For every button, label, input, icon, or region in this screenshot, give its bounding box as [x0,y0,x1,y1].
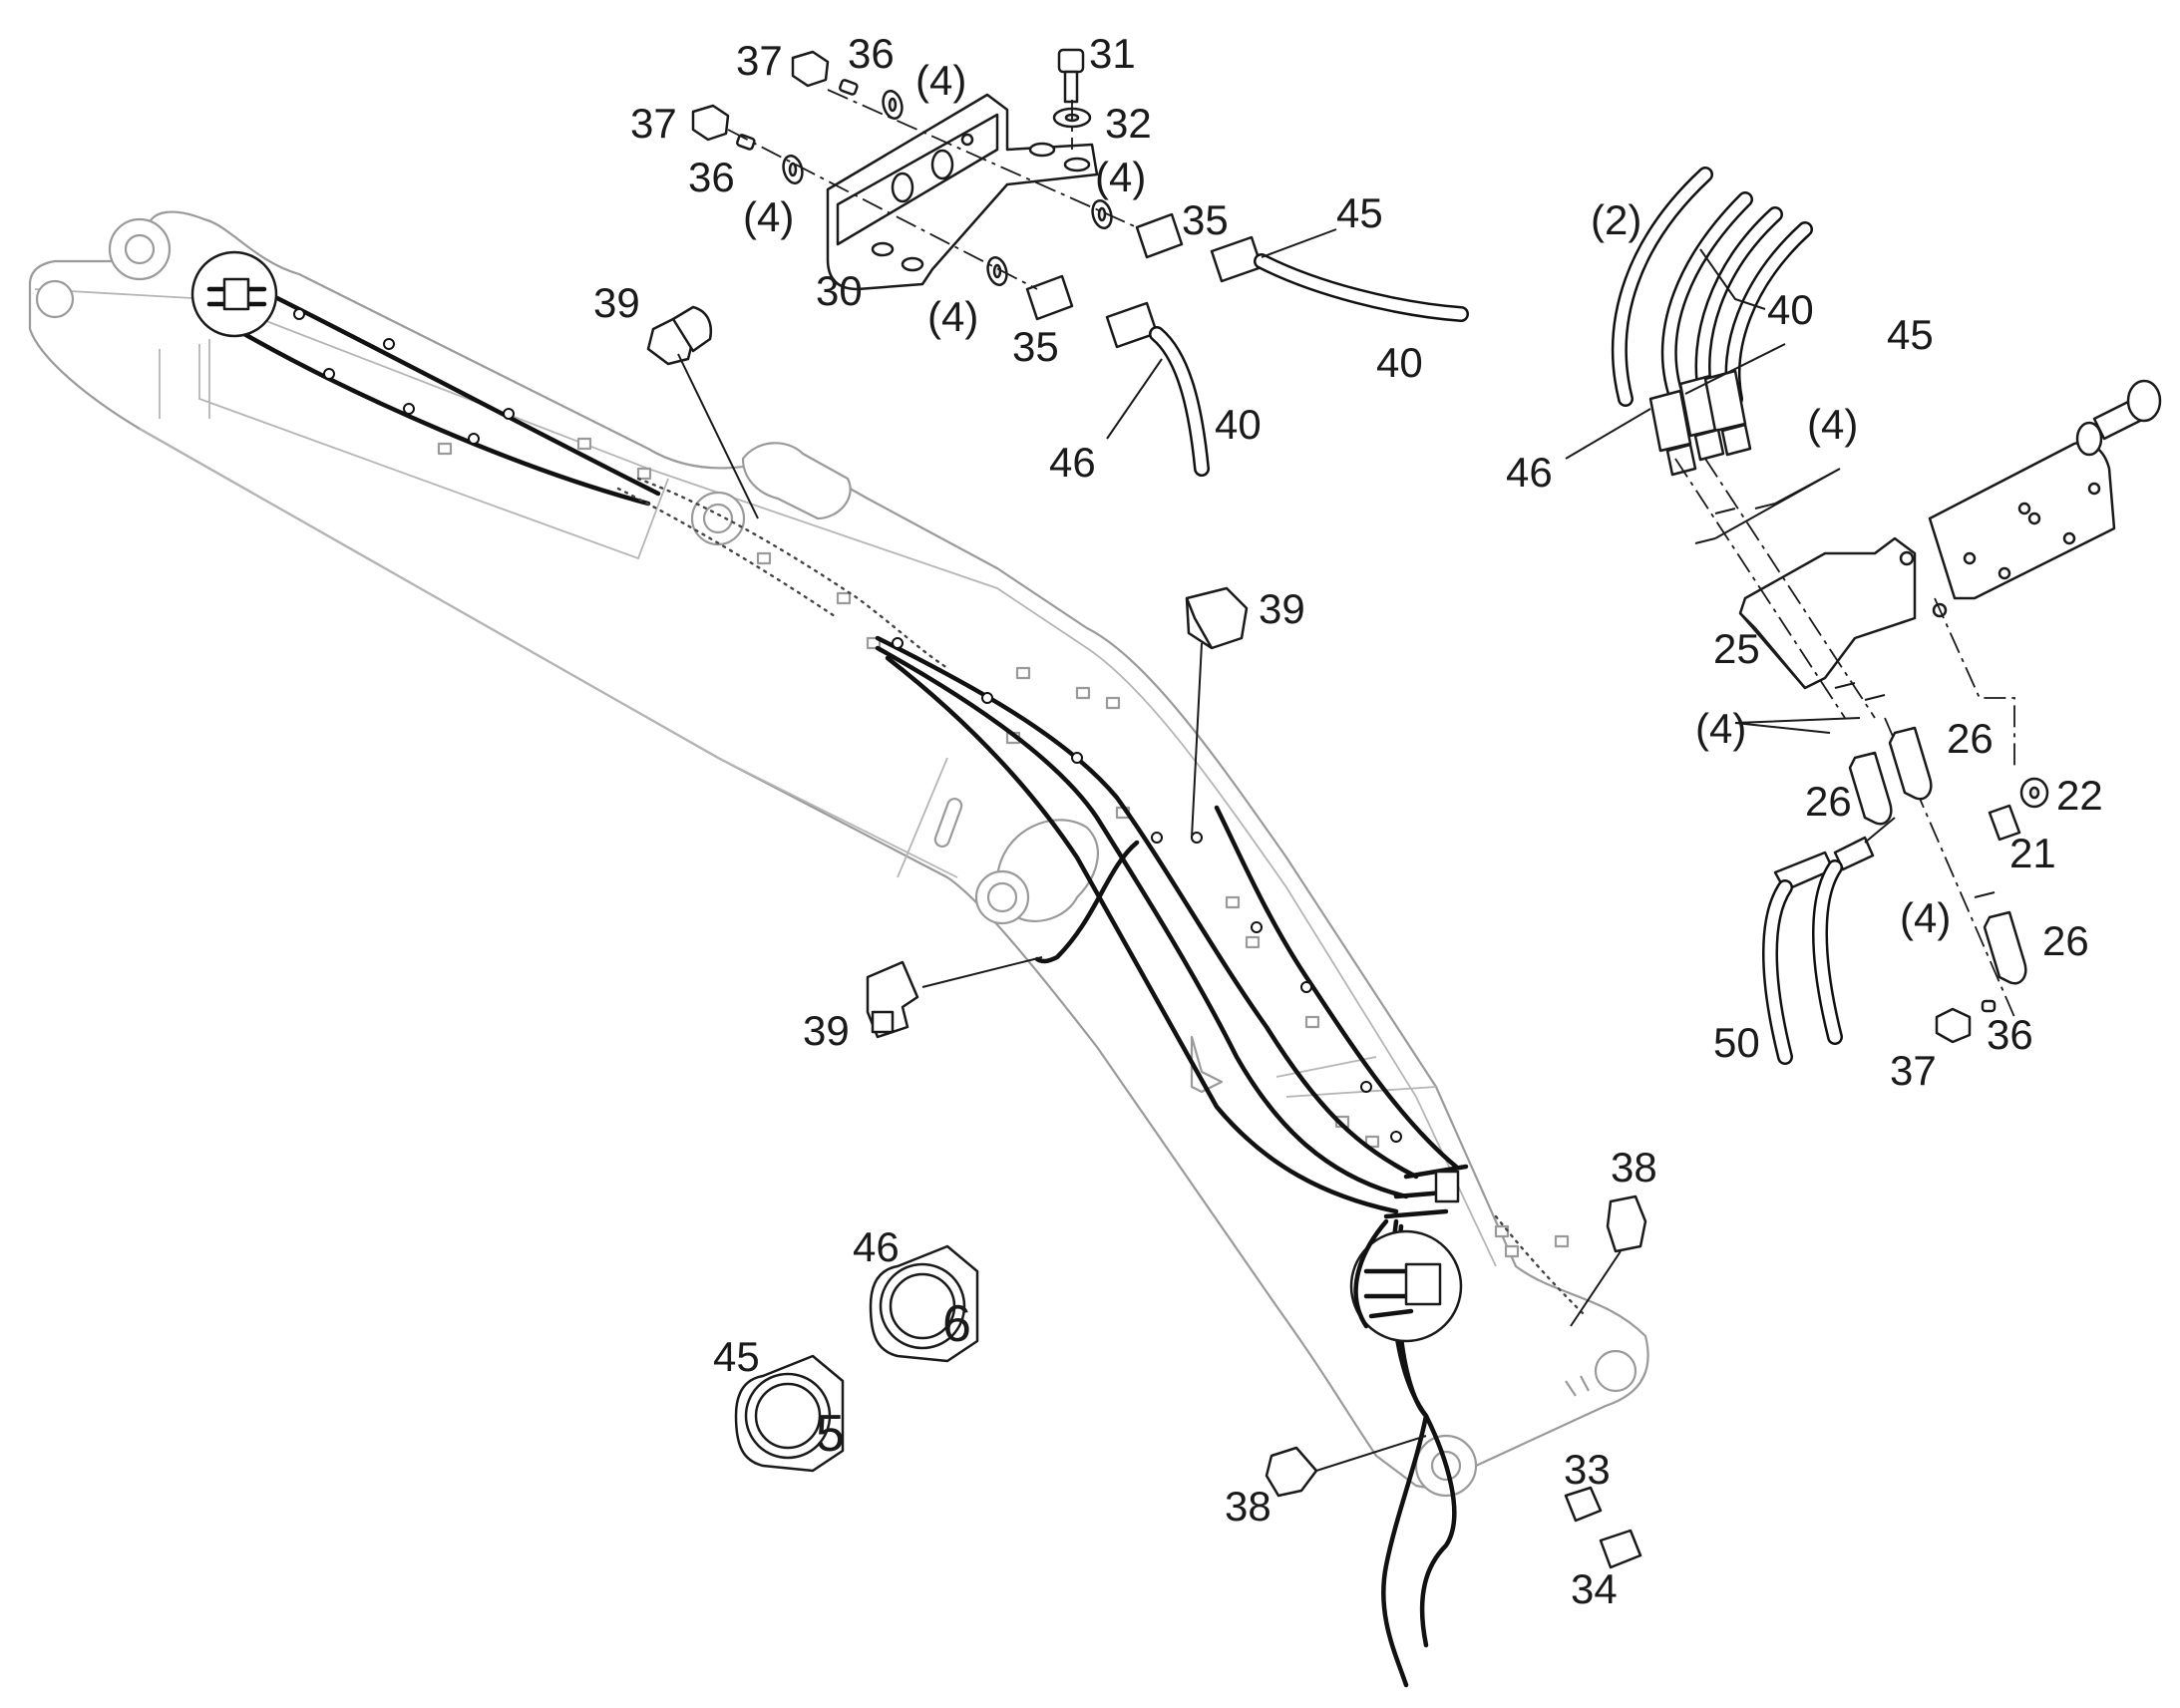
callout-2: (2) [1591,196,1641,243]
callout-50: 50 [1713,1019,1760,1066]
callout-45: 45 [713,1333,760,1380]
callout-36: 36 [848,30,895,77]
callout-35: 35 [1182,196,1229,243]
callout-37: 37 [736,37,783,84]
callout-39: 39 [803,1007,850,1054]
callout-46: 46 [1506,449,1553,496]
callout-35: 35 [1012,323,1059,370]
callout-37: 37 [630,100,677,147]
callout-leader-lines [1106,228,1861,734]
callout-45: 45 [1336,189,1383,236]
adapter-35-lower [1025,274,1074,321]
hose-marker-45 [734,1354,845,1473]
callout-39: 39 [1259,585,1305,632]
bolt-31 [1057,48,1085,74]
cap-34 [1599,1529,1642,1569]
callout-40: 40 [1767,286,1814,333]
callout-40: 40 [1215,401,1262,448]
callout-4: (4) [915,57,966,104]
callout-46: 46 [1049,439,1096,486]
callout-4: (4) [743,193,794,240]
callout-26: 26 [1805,778,1852,825]
nut-37-right [1935,1007,1972,1044]
callout-labels: 31 32 36 37 (4) 37 36 (4) (4) 35 45 30 (… [593,30,2103,1612]
right-manifold-assembly [1612,167,2162,1065]
elbow-26-lower [1983,910,2027,985]
boom-hose-routing [190,250,1588,1688]
hose-marker-46 [869,1244,979,1363]
callout-31: 31 [1089,30,1136,77]
fitting-38-upper [1606,1195,1647,1253]
elbow-26-left [1848,751,1893,826]
callout-4: (4) [1695,705,1746,752]
callout-36: 36 [688,154,735,200]
callout-38: 38 [1225,1483,1272,1530]
callout-4: (4) [927,293,978,340]
nut-37-upper [791,50,830,88]
callout-26: 26 [2042,917,2089,964]
callout-46: 46 [853,1223,900,1270]
sleeve-36-upper [839,79,859,96]
callout-4: (4) [1095,154,1146,200]
hose-marker-46-digit: 6 [942,1295,971,1353]
hose-marker-45-digit: 5 [816,1405,845,1463]
callout-37: 37 [1890,1047,1937,1094]
callout-22: 22 [2056,772,2103,819]
callout-33: 33 [1564,1446,1611,1493]
callout-45: 45 [1887,311,1934,358]
callout-21: 21 [2009,830,2056,876]
adapter-35-upper [1135,212,1184,259]
callout-4: (4) [1900,894,1951,941]
callout-32: 32 [1105,100,1152,147]
callout-40: 40 [1376,339,1423,386]
plug-33 [1564,1486,1603,1523]
callout-4: (4) [1807,401,1858,448]
plug-21 [1988,804,2021,842]
bracket-25 [1738,536,1917,690]
callout-38: 38 [1611,1144,1657,1191]
loose-fittings [646,305,1647,1569]
callout-25: 25 [1713,625,1760,672]
cap-fitting-39-middle [1185,586,1249,650]
callout-30: 30 [816,267,863,314]
elbow-26-right [1888,726,1933,801]
fitting-38-lower [1265,1446,1318,1498]
callout-39: 39 [593,279,640,326]
sleeve-36-right [1981,999,1997,1013]
sleeve-36-lower [736,134,756,151]
callout-36: 36 [1987,1011,2033,1058]
callout-34: 34 [1571,1565,1618,1612]
nut-37-lower [691,104,730,142]
callout-26: 26 [1947,715,1994,762]
upper-clamp-bracket-assembly [691,48,1469,477]
